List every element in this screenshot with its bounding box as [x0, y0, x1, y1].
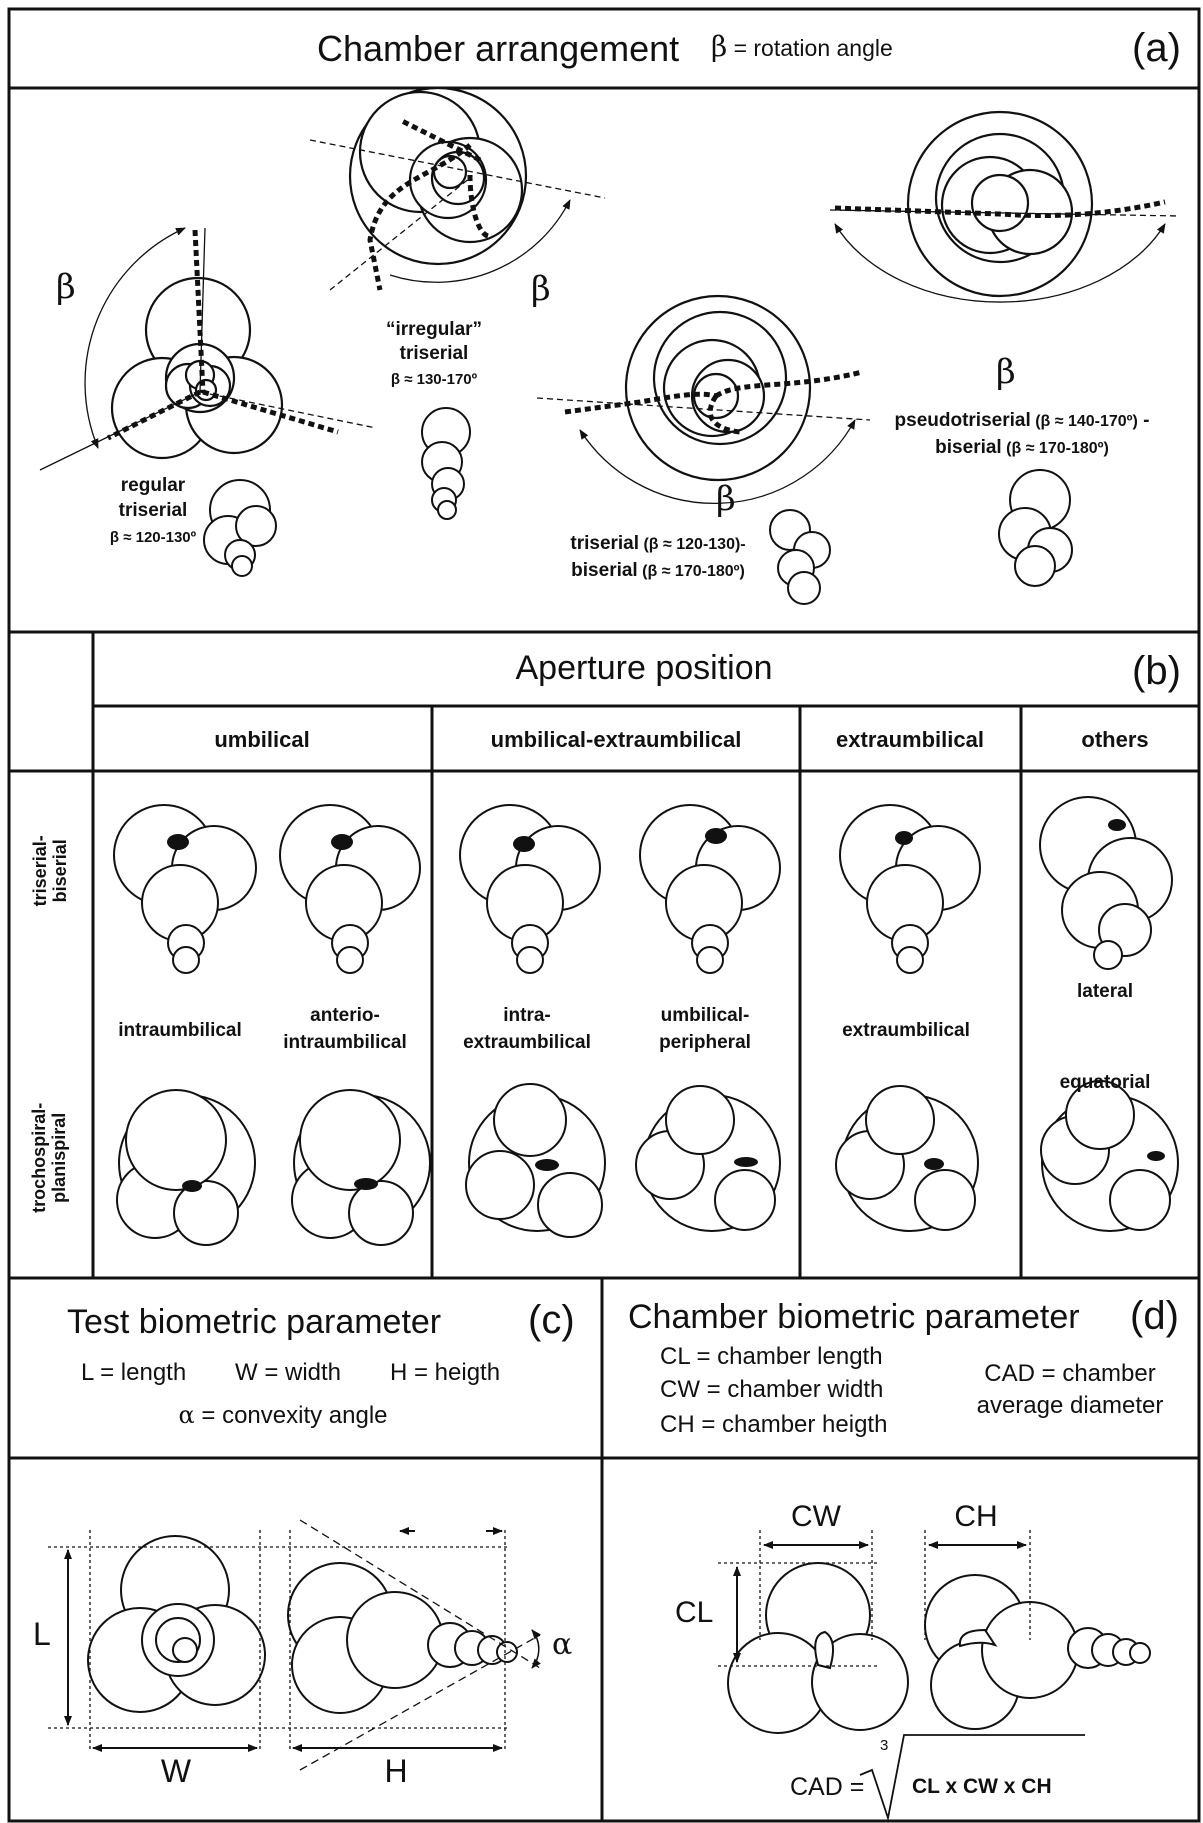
label-intra-1: intra-	[503, 1006, 551, 1025]
pseudo-range-1: (β ≈ 140-170º)	[1031, 413, 1138, 430]
panel-c-letter: (c)	[528, 1300, 575, 1340]
height-definition: H = heigth	[390, 1361, 500, 1385]
label-equatorial: equatorial	[1060, 1073, 1151, 1092]
alpha-symbol: α	[178, 1401, 194, 1429]
row-1-line-2: biserial	[51, 816, 71, 926]
dimension-L: L	[33, 1618, 51, 1650]
irregular-label-1: “irregular”	[386, 320, 482, 339]
dimension-CL: CL	[675, 1598, 713, 1628]
label-intraumbilical: intraumbilical	[118, 1021, 242, 1040]
label-umbper-1: umbilical-	[661, 1006, 750, 1025]
triserial-biserial-test	[770, 510, 830, 604]
beta-irregular: β	[531, 272, 551, 306]
cad-definition-1: CAD = chamber	[984, 1362, 1155, 1386]
regular-label-1: regular	[121, 476, 185, 495]
dimension-CH: CH	[954, 1502, 997, 1532]
pseudo-range-2: (β ≈ 170-180º)	[1002, 440, 1109, 457]
aperture-triserial-row	[114, 797, 1172, 973]
panel-a-title: Chamber arrangement	[317, 31, 679, 67]
label-extraumbilical: extraumbilical	[842, 1021, 970, 1040]
tri-bi-label-2: biserial (β ≈ 170-180º)	[571, 561, 745, 580]
irregular-triserial-test	[422, 408, 470, 519]
column-extraumbilical: extraumbilical	[836, 729, 984, 751]
regular-label-2: triserial	[119, 501, 188, 520]
formula-root-index: 3	[880, 1738, 888, 1753]
rotation-angle-text: = rotation angle	[727, 35, 893, 61]
dimension-CW: CW	[791, 1502, 841, 1532]
chamber-length-definition: CL = chamber length	[660, 1345, 883, 1369]
triserial-biserial-spiral	[626, 296, 810, 480]
tri-bi-range-2: (β ≈ 170-180º)	[638, 563, 745, 580]
pseudo-label-2: biserial (β ≈ 170-180º)	[935, 438, 1109, 457]
chamber-side-view	[925, 1575, 1150, 1729]
rotation-angle-definition: β = rotation angle	[711, 33, 893, 61]
row-1-line-1: triserial-	[31, 816, 51, 926]
label-anterio-1: anterio-	[310, 1006, 380, 1025]
beta-symbol: β	[711, 30, 727, 63]
column-others: others	[1081, 729, 1148, 751]
formula-lhs: CAD =	[790, 1775, 864, 1800]
aperture-trochospiral-row	[117, 1081, 1178, 1245]
regular-range: β ≈ 120-130º	[110, 530, 196, 545]
row-2-line-2: planispiral	[50, 1093, 70, 1223]
panel-b-letter: (b)	[1132, 651, 1181, 691]
row-label-triserial-biserial: triserial-biserial	[31, 816, 71, 926]
pseudo-label-1: pseudotriserial (β ≈ 140-170º) -	[895, 411, 1150, 430]
tri-bi-name-1: triserial	[570, 533, 639, 554]
panel-d-title: Chamber biometric parameter	[628, 1300, 1080, 1334]
irregular-triserial-spiral	[350, 88, 526, 264]
row-label-trochospiral-planispiral: trochospiral-planispiral	[30, 1093, 70, 1223]
chamber-height-definition: CH = chamber heigth	[660, 1413, 887, 1437]
width-definition: W = width	[235, 1361, 341, 1385]
cad-definition-2: average diameter	[977, 1394, 1164, 1418]
panel-b-title: Aperture position	[515, 651, 772, 685]
pseudotriserial-test	[999, 470, 1072, 586]
beta-pseudotriserial: β	[996, 355, 1016, 389]
panel-d-letter: (d)	[1130, 1296, 1179, 1336]
panel-a-letter: (a)	[1132, 28, 1181, 68]
test-apertural-view	[88, 1536, 265, 1712]
pseudotriserial-spiral	[908, 112, 1092, 296]
column-umbilical-extraumbilical: umbilical-extraumbilical	[491, 729, 742, 751]
label-umbper-2: peripheral	[659, 1033, 751, 1052]
beta-regular: β	[56, 270, 76, 304]
irregular-label-2: triserial	[400, 344, 469, 363]
formula-expression: CL x CW x CH	[912, 1776, 1052, 1797]
tri-bi-label-1: triserial (β ≈ 120-130)-	[570, 534, 745, 553]
length-definition: L = length	[81, 1361, 186, 1385]
test-side-view	[288, 1563, 517, 1713]
label-anterio-2: intraumbilical	[283, 1033, 407, 1052]
tri-bi-name-2: biserial	[571, 560, 638, 581]
panel-c-title: Test biometric parameter	[67, 1305, 441, 1339]
column-umbilical: umbilical	[214, 729, 309, 751]
dimension-H: H	[384, 1755, 407, 1787]
beta-triserial-biserial: β	[716, 482, 736, 516]
dimension-alpha: α	[552, 1630, 572, 1660]
row-2-line-1: trochospiral-	[30, 1093, 50, 1223]
chamber-width-definition: CW = chamber width	[660, 1378, 883, 1402]
regular-triserial-test	[204, 480, 276, 576]
label-lateral: lateral	[1077, 982, 1133, 1001]
label-intra-2: extraumbilical	[463, 1033, 591, 1052]
alpha-definition: α = convexity angle	[178, 1403, 387, 1428]
alpha-text: = convexity angle	[195, 1402, 388, 1429]
dimension-W: W	[161, 1755, 191, 1787]
tri-bi-range-1: (β ≈ 120-130)-	[639, 536, 746, 553]
irregular-range: β ≈ 130-170º	[391, 372, 477, 387]
pseudo-tail: -	[1138, 410, 1150, 431]
pseudo-name-1: pseudotriserial	[895, 410, 1031, 431]
pseudo-name-2: biserial	[935, 437, 1002, 458]
